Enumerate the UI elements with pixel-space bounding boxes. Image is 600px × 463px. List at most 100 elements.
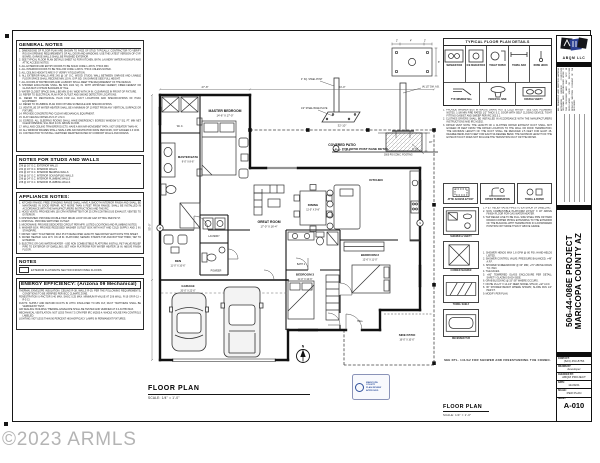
room-dims: 11'-0" X 10'-6" — [298, 278, 313, 281]
stamp-line: APPROVED — [366, 389, 379, 392]
room-dims: 20'-0" X 22'-0" — [180, 289, 195, 292]
plate-callout: 1/2" STEEL BASE PLATE — [301, 107, 328, 110]
water-heater-notes: 1. P & T RELIEF VALVE PIPES TO EXTERIOR … — [483, 207, 552, 228]
exterior-walls — [158, 93, 422, 362]
room-label: HALL — [357, 320, 364, 323]
detail-title: 1 TYP. PATIO POST BASE DETAIL N.T.S. — [332, 145, 438, 153]
thumb-box — [443, 241, 479, 270]
fixture-notes-block: 1. P & T RELIEF VALVE PIPES TO EXTERIOR … — [483, 207, 552, 353]
detail-caption: ICE MAKER BOX — [466, 64, 486, 67]
title-underline — [148, 394, 310, 395]
stamp-line: PLAN REVIEW — [366, 387, 382, 389]
copyright-block: ALL DRAWINGS AND WRITTEN MATERIAL APPEAR… — [557, 68, 591, 112]
dryer-notes-text: 1. PROVIDE WASHER BOX IN WASTE DRAIN, HO… — [443, 109, 552, 139]
revisions-table — [560, 114, 588, 202]
stamp-line: MARICOPA COUNTY — [366, 381, 378, 387]
floor-plan-title: FLOOR PLAN — [148, 385, 200, 392]
utility-furniture — [163, 217, 226, 263]
thumb-box — [443, 309, 479, 338]
field-label: CONTACT: — [558, 357, 570, 360]
note-line: 15. FLAT CEILING NOTED AS 9'-0" U.N.O. — [19, 116, 66, 120]
project-title-line2: MARICOPA COUNTY AZ — [574, 232, 583, 330]
note-line: 1. KITCHEN RANGE: FREE STANDING RANGE SH… — [19, 202, 141, 211]
note-line: 18. ALL WINDOW FRAMES SHALL HAVE A MIN A… — [19, 129, 140, 132]
note-line: 2X6 @ 16" O.C. EXTERIOR WALLS — [19, 165, 58, 168]
shower-notes: 1. SHOWER HEADS MAX 1.8 GPM @ 80 PSI; HA… — [483, 252, 552, 296]
note-line: 6. GRAB BLOCKING @ 33"-36" WHERE OCCURS. — [483, 279, 539, 283]
mid-details-row: ATTIC ACCESS 22"X30" DRYER TERMINATION T… — [443, 183, 552, 204]
room-label: BEDROOM 2 — [361, 253, 380, 257]
covered-patio-outline — [250, 129, 435, 366]
dim-patio: 32'-10" — [338, 124, 347, 128]
drawn-by-field: DRAWN BY: developer — [557, 364, 591, 372]
note-line: 12. REFER TO PLUMBING PLAN FOR FIXTURE S… — [19, 103, 113, 107]
appliance-notes-panel: APPLIANCE NOTES: 1. KITCHEN RANGE: FREE … — [16, 192, 144, 254]
detail-cell: TOILET PAPER — [487, 46, 509, 82]
contact-field: CONTACT: (623) 453-8756 — [557, 357, 591, 364]
armls-watermark: ©2023 ARMLS — [2, 429, 137, 450]
field-value: ABQM PROJECT — [562, 375, 586, 380]
note-line: 11. REFER TO MECHANICAL PLAN FOR ALL DUC… — [19, 97, 141, 104]
dim-label: 18" — [429, 142, 433, 144]
copyright-text: ALL DRAWINGS AND WRITTEN MATERIAL APPEAR… — [558, 68, 577, 111]
room-labels: MASTER BEDROOM 14'-6" X 17'-0" W.I.C. MA… — [171, 109, 416, 342]
note-line: 14. PROVIDE CONCRETE PAD 'CLEAN' MECHANI… — [19, 113, 95, 116]
pedestal-sink-icon — [490, 85, 505, 97]
detail-cell: TOWEL BAR — [509, 46, 531, 82]
dim-label: 2" — [396, 41, 398, 43]
thumb-caption: CORNER SHOWER — [450, 269, 472, 272]
project-title-block: 506-44-086E PROJECT MARICOPA COUNTY AZ — [557, 211, 591, 351]
room-label: GREAT ROOM — [257, 220, 280, 224]
note-line: AIR SEALING: BUILDING THERMAL ENVELOPE S… — [19, 308, 134, 312]
combo-note: SEE DTL. 141/A2 FOR SHOWER AND FREESTAND… — [444, 358, 551, 362]
floor-plan-scale: SCALE: 1/4" = 1'-0" — [148, 396, 180, 400]
field-value: (623) 453-8756 — [563, 359, 585, 364]
field-value: PER PLAN — [566, 391, 582, 396]
note-line: 5. ALL CEILING HEIGHTS ARE 9'-0" VERIFY … — [19, 72, 86, 75]
general-notes-panel: GENERAL NOTES 1. DIMENSIONS OF FLOOR PLA… — [16, 40, 144, 152]
base-plate-plan — [391, 42, 438, 77]
project-title-line1: 506-44-086E PROJECT — [565, 235, 574, 327]
sheet-number: A-010 — [563, 400, 585, 410]
room-label: LAUNDRY — [208, 235, 220, 238]
sheet-field: SHEET: A-010 — [557, 396, 591, 411]
right-title-underline — [443, 411, 489, 412]
firm-logo: ABQM LLC — [557, 36, 591, 62]
note-line: 2X8 @ 16" O.C. INTERIOR PLUMBING WALLS — [19, 181, 71, 184]
room-label: MASTER BEDROOM — [209, 109, 242, 113]
legend-swatch — [19, 267, 29, 274]
note-line: 3. DISHWASHER: PROVIDE DOUBLE HIGH DRAIN… — [19, 217, 121, 221]
dim-span-right: 34'-0" — [338, 85, 345, 89]
details-row-1: WASHER BOX ICE MAKER BOX TOILET PAPER TO… — [444, 46, 551, 83]
detail-caption: DRYER TERMINATION — [485, 198, 510, 201]
note-line: 6. ALL EXTERIOR WALLS ARE 2X6 @ 16" O.C.… — [19, 75, 141, 81]
field-label: SCALE: — [558, 389, 567, 392]
typical-details-header: TYPICAL FLOOR PLAN DETAILS — [444, 39, 551, 46]
thumb-caption: TOWEL SHELF — [452, 303, 470, 306]
thumb-item: RECESSED TUB — [443, 309, 479, 340]
title-block: ABQM LLC ALL DRAWINGS AND WRITTEN MATERI… — [556, 35, 592, 422]
thumb-item: CORNER SHOWER — [443, 241, 479, 272]
detail-cell: ROBE HOOK — [530, 46, 551, 82]
north-arrow: N — [296, 345, 310, 363]
note-line: 2. SHOWER CONTROL VALVE: PRESSURE BALANC… — [483, 257, 552, 264]
north-label: N — [302, 345, 305, 349]
note-line: 5. MICROWAVE: PROVIDE DEDICATED CIRCUIT … — [19, 224, 138, 227]
note-line: 9. ELECTRIC OR GAS WATER HEATER - USE NO… — [19, 243, 141, 252]
room-dims: 11'-0" X 10'-6" — [171, 265, 186, 268]
dim-label: 8" — [438, 62, 440, 64]
room-dims: 17'-0" X 16'-4" — [261, 225, 278, 229]
energy-notes-body: THERMAL ENVELOPE INSULATION: CEILING R-3… — [19, 290, 141, 321]
title-block-fields: CONTACT: (623) 453-8756 DRAWN BY: develo… — [557, 357, 591, 410]
detail-scale: N.T.S. — [412, 148, 419, 151]
note-line: 10. REFER TO ELECTRICAL PLAN FOR OUTLET … — [19, 94, 117, 97]
note-line: 4. TILE FACES. — [483, 270, 500, 273]
energy-notes-panel: ENERGY EFFICIENCY: (Arizona 09 Mechanica… — [16, 278, 144, 330]
detail-title-text: TYP. PATIO POST BASE DETAIL — [342, 147, 389, 151]
dim-span-left: 27'-8" — [201, 85, 208, 89]
washer-box-icon — [444, 49, 464, 62]
note-line: 17. WALL AND CEILING TRANSFER DUCTS: HAV… — [19, 126, 139, 129]
note-line: 13. VENT/FLUE OF WATER HEATER SHALL BE A… — [19, 107, 141, 113]
thumb-caption: RECESSED TUB — [452, 337, 470, 340]
